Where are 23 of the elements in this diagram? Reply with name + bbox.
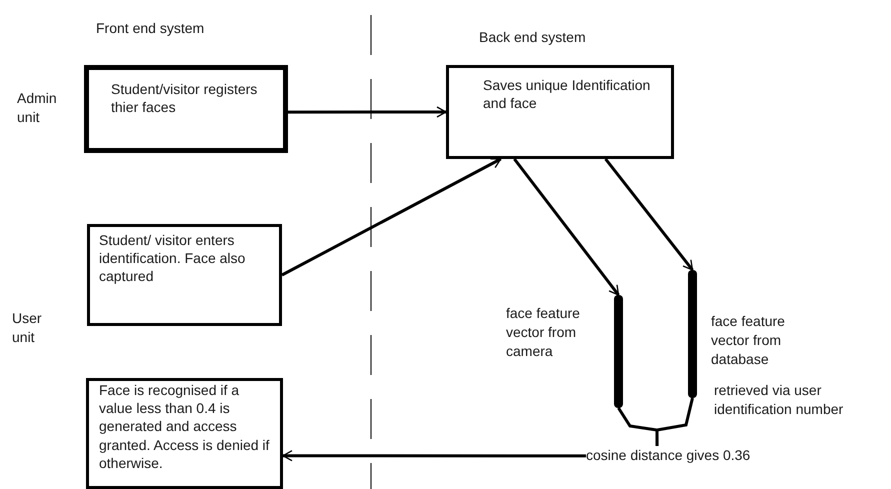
process-box (446, 65, 674, 159)
node-text: Face is recognised if a value less than 0.4 is generated and access granted. Access is denied if otherwise. (99, 381, 270, 472)
section-label: Admin unit (17, 89, 58, 127)
node-text: Saves unique Identification and face (483, 76, 652, 112)
section-label: Front end system (96, 19, 204, 38)
section-label: User unit (12, 309, 43, 347)
node-caption: retrieved via user identification number (714, 381, 844, 419)
arrow (281, 158, 502, 276)
node-text: Student/ visitor enters identification. Face also captured (99, 231, 246, 286)
node-text: Student/visitor registers thier faces (111, 80, 258, 116)
process-box (87, 224, 282, 326)
section-label: Back end system (479, 28, 586, 47)
vector-bar (688, 270, 697, 398)
node-caption: face feature vector from database (711, 312, 786, 369)
arrow (604, 158, 694, 271)
arrow (513, 158, 620, 296)
process-box (84, 65, 288, 153)
node-text: cosine distance gives 0.36 (586, 446, 750, 464)
vector-bar (614, 295, 623, 408)
arrow (288, 106, 447, 118)
process-box (86, 378, 283, 489)
node-caption: face feature vector from camera (506, 304, 581, 361)
arrow (282, 450, 586, 462)
